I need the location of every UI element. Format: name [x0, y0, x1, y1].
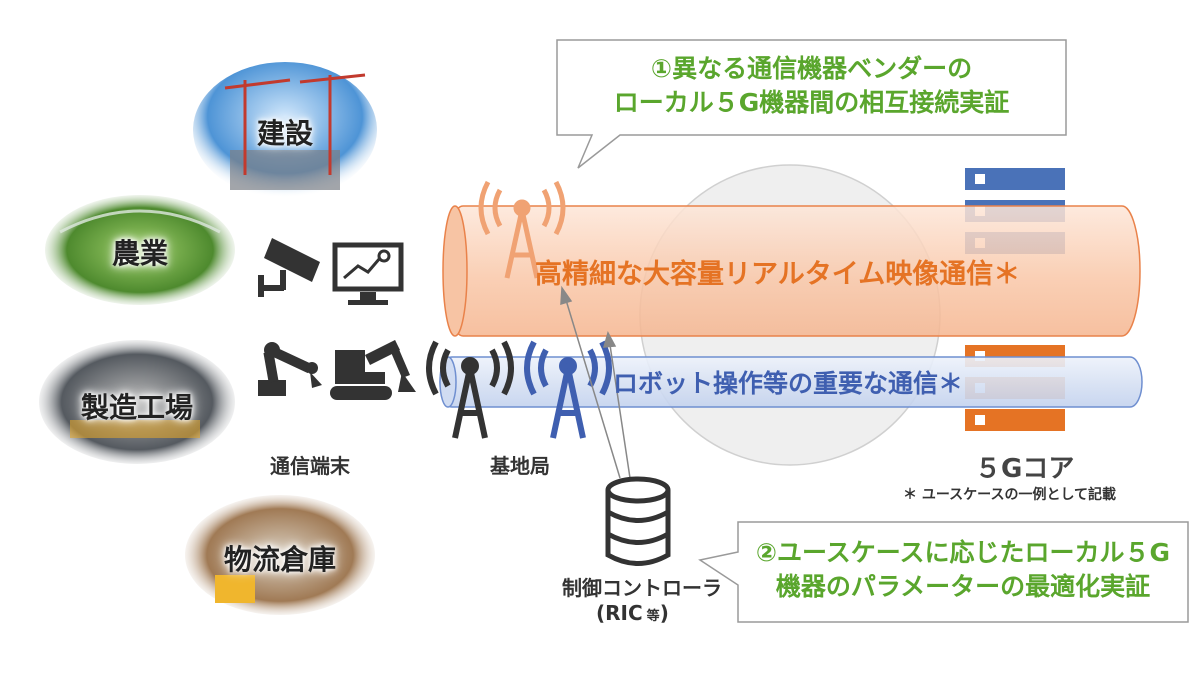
construction-image	[193, 62, 377, 198]
warehouse-image	[185, 495, 375, 615]
database-icon	[605, 476, 671, 566]
camera-icon	[258, 238, 320, 297]
footnote-label: ＊ ユースケースの一例として記載	[903, 487, 1117, 503]
callout-top-box	[556, 39, 1067, 169]
monitor-icon	[332, 242, 404, 305]
use-case-factory: 製造工場	[80, 391, 193, 424]
black-antenna-icon	[426, 340, 514, 439]
use-case-construction: 建設	[256, 117, 313, 150]
controller-label: 制御コントローラ	[562, 576, 722, 600]
callout-bottom-line2: 機器のパラメーターの最適化実証	[775, 572, 1151, 601]
factory-image	[39, 340, 235, 464]
callout-bottom-text: ②ユースケースに応じたローカル５G 機器のパラメーターの最適化実証	[738, 536, 1188, 604]
use-case-agriculture: 農業	[111, 237, 168, 270]
controller-sub-open: (RIC	[596, 601, 643, 625]
callout-top-line2: ローカル５G機器間の相互接続実証	[613, 88, 1010, 117]
video-communication-label: 高精細な大容量リアルタイム映像通信＊	[535, 259, 1021, 290]
core-label: ５Gコア	[975, 454, 1075, 484]
base-station-label: 基地局	[490, 454, 550, 478]
excavator-icon	[330, 340, 416, 400]
callout-bottom-box	[698, 521, 1189, 623]
robot-communication-label: ロボット操作等の重要な通信＊	[613, 369, 964, 398]
callout-bottom-line1: ②ユースケースに応じたローカル５G	[755, 538, 1171, 567]
robot-communication-pipe	[439, 356, 1143, 408]
callout-top-line1: ①異なる通信機器ベンダーの	[650, 54, 973, 83]
terminals-label: 通信端末	[270, 454, 350, 478]
robot-arm-icon	[258, 342, 322, 396]
controller-sub-close: )	[659, 601, 669, 625]
orange-antenna-icon	[478, 180, 566, 279]
callout-top-text: ①異なる通信機器ベンダーの ローカル５G機器間の相互接続実証	[557, 52, 1066, 120]
controller-sub-small: 等	[646, 609, 660, 624]
use-case-warehouse: 物流倉庫	[223, 543, 336, 576]
video-communication-pipe	[442, 205, 1141, 337]
controller-arrows	[560, 285, 631, 479]
farm-image	[45, 195, 235, 305]
